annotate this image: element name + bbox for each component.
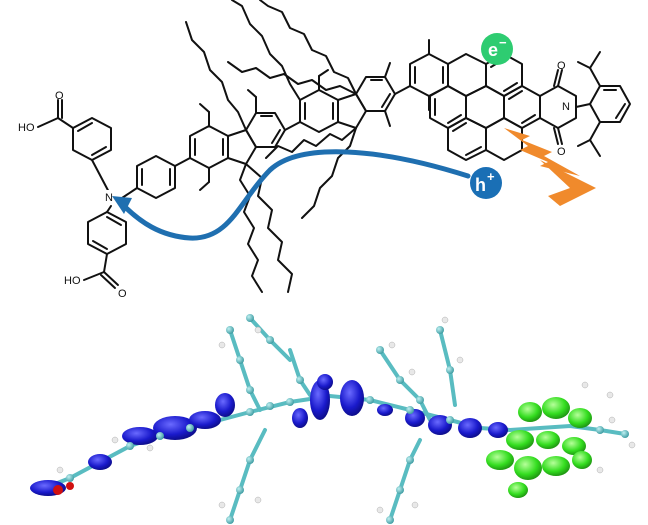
- hole-transfer-arrow: [119, 149, 471, 241]
- chemical-structure: [37, 0, 631, 293]
- electron-charge-label: −: [499, 35, 507, 50]
- imide-nitrogen-label: N: [562, 101, 570, 113]
- hole-charge-label: +: [487, 169, 495, 184]
- hole-badge: [470, 167, 502, 199]
- curved-arrow-icon: [112, 196, 132, 214]
- benzoic-acid-ring-top: [72, 117, 112, 161]
- amine-nitrogen-label: N: [105, 192, 113, 204]
- electron-label: e: [488, 40, 498, 60]
- imide-oxygen-top-label: O: [557, 60, 566, 72]
- carboxyl-ho-bottom-label: HO: [64, 275, 81, 287]
- lightning-bolt-icon: [504, 128, 580, 176]
- carboxyl-ho-top-label: HO: [18, 122, 35, 134]
- molecular-orbital-render: [30, 314, 636, 524]
- imide-oxygen-bottom-label: O: [557, 146, 566, 158]
- homo-lobes: [30, 374, 508, 496]
- lumo-lobes: [486, 397, 592, 498]
- carboxyl-o-bottom-label: O: [118, 288, 127, 300]
- carboxyl-o-top-label: O: [55, 90, 64, 102]
- benzoic-acid-ring-bottom: [87, 211, 127, 255]
- atom-labels: N HO O HO O N O O: [18, 60, 574, 300]
- hole-label: h: [475, 175, 486, 195]
- electron-badge: [481, 33, 513, 65]
